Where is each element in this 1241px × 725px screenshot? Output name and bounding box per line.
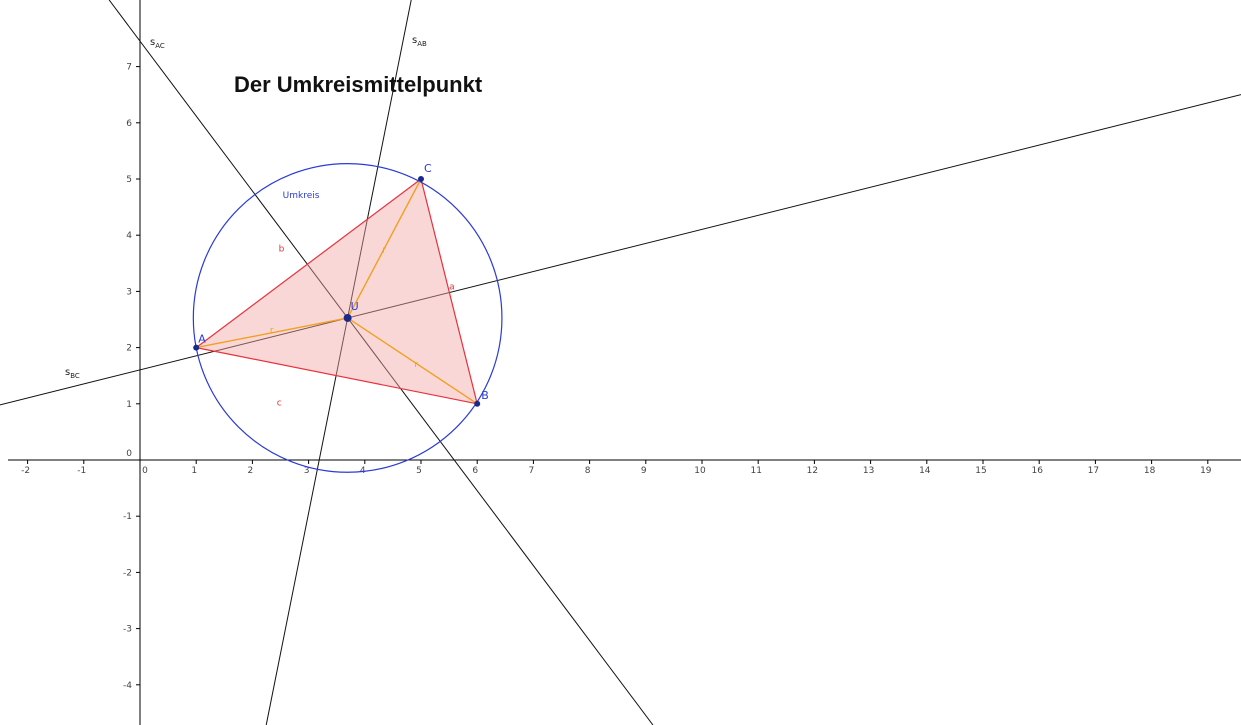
x-tick-label: 3 <box>304 466 310 476</box>
side-b <box>195 178 422 349</box>
radius-to-a <box>196 317 348 349</box>
radius-to-b <box>347 317 478 405</box>
y-tick-label: 7 <box>126 63 132 73</box>
x-tick-label: 10 <box>694 466 706 476</box>
side-a <box>420 178 478 404</box>
y-tick-label: 2 <box>126 344 132 354</box>
radius-label-c: r <box>382 245 386 255</box>
x-tick-label: 9 <box>641 466 647 476</box>
x-tick-label: 7 <box>529 466 535 476</box>
y-tick-label: 3 <box>126 287 132 297</box>
point-label-u: U <box>351 300 359 313</box>
bisector-ac <box>108 0 654 725</box>
x-tick-label: -2 <box>21 466 30 476</box>
x-tick-label: 16 <box>1031 466 1043 476</box>
y-tick-label: 6 <box>126 119 132 129</box>
x-tick-label: 5 <box>416 466 422 476</box>
x-tick-label: 8 <box>585 466 591 476</box>
side-c <box>196 347 478 405</box>
y-tick-label: 1 <box>126 400 132 410</box>
point-a <box>193 344 200 351</box>
point-c <box>418 176 424 182</box>
triangle-fill <box>196 179 478 404</box>
radius-label-b: r <box>414 360 418 370</box>
y-tick-label: -4 <box>123 681 132 691</box>
point-b <box>474 400 481 407</box>
y-tick-label: 4 <box>126 231 132 241</box>
triangle-abc <box>195 178 478 405</box>
circumcircle <box>192 163 503 473</box>
x-tick-label: 0 <box>142 466 148 476</box>
bisector-ab <box>265 0 412 725</box>
x-tick-label: 1 <box>191 466 197 476</box>
x-tick-label: 2 <box>248 466 254 476</box>
bisector-label-bc: sBC <box>65 367 80 380</box>
bisector-bc <box>0 94 1241 406</box>
x-tick-label: 6 <box>472 466 478 476</box>
x-tick-label: 14 <box>919 466 931 476</box>
page-title: Der Umkreismittelpunkt <box>234 72 483 97</box>
x-tick-label: 17 <box>1088 466 1099 476</box>
bisector-label-ac: sAC <box>150 37 165 50</box>
labels: A B C Ua b c r r r Umkreis sAC sAB sBC <box>65 35 489 409</box>
side-label-b: b <box>279 244 285 254</box>
y-tick-label: -1 <box>123 512 132 522</box>
side-label-c: c <box>277 399 282 409</box>
x-tick-label: -1 <box>77 466 86 476</box>
point-label-c: C <box>424 162 432 175</box>
point-u <box>343 313 352 322</box>
points <box>193 176 481 407</box>
radius-segments <box>196 178 478 405</box>
radius-label-a: r <box>270 326 274 336</box>
y-tick-label: 0 <box>126 449 132 459</box>
x-tick-label: 11 <box>750 466 761 476</box>
circumcircle-outline <box>192 163 503 473</box>
point-label-b: B <box>481 389 489 402</box>
x-tick-label: 13 <box>863 466 874 476</box>
x-tick-label: 19 <box>1200 466 1212 476</box>
y-tick-label: 5 <box>126 175 132 185</box>
y-tick-label: -3 <box>123 625 132 635</box>
x-tick-label: 12 <box>807 466 818 476</box>
circle-label: Umkreis <box>283 191 320 201</box>
y-tick-label: -2 <box>123 568 132 578</box>
bisector-label-ab: sAB <box>412 35 427 48</box>
x-tick-label: 18 <box>1144 466 1156 476</box>
point-label-a: A <box>198 333 206 346</box>
x-tick-label: 15 <box>975 466 986 476</box>
side-label-a: a <box>449 282 455 292</box>
radius-to-c <box>347 178 422 319</box>
